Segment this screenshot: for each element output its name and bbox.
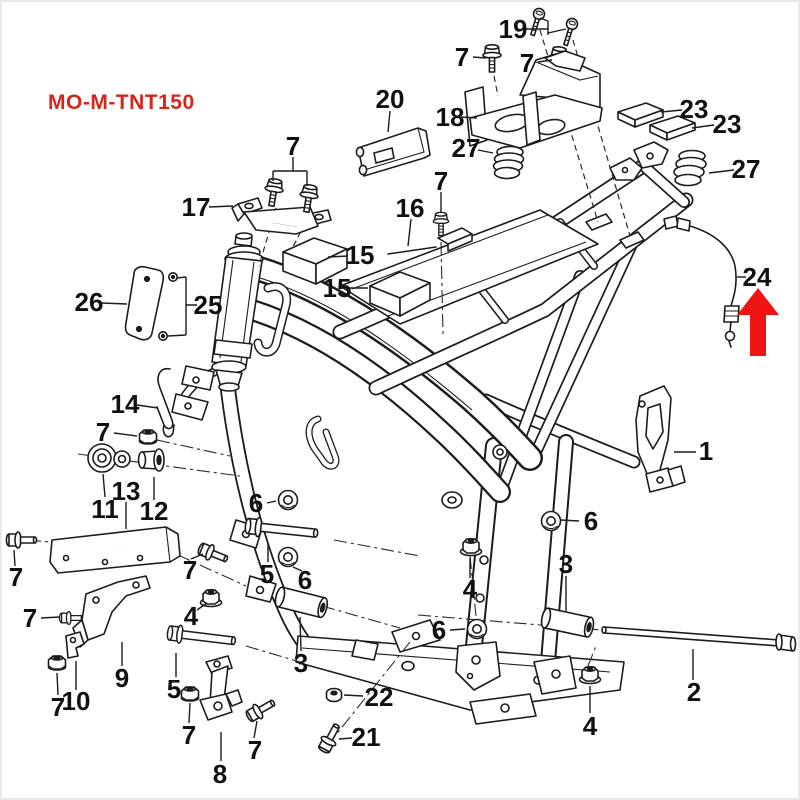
part-1-footpeg-bracket (635, 385, 686, 493)
part-label-7: 7 (183, 555, 197, 585)
part-8-bracket (199, 655, 243, 721)
bolt-7 (261, 176, 286, 209)
part-label-12: 12 (140, 496, 169, 526)
frame-assembly (171, 141, 686, 725)
part-label-3: 3 (294, 648, 308, 678)
part-label-18: 18 (436, 102, 465, 132)
part-17-bracket (231, 197, 332, 235)
part-label-7: 7 (23, 603, 37, 633)
part-label-3: 3 (559, 549, 573, 579)
tail-brackets (609, 141, 669, 181)
part-label-21: 21 (352, 722, 381, 752)
part-label-7: 7 (182, 720, 196, 750)
part-2-rod (601, 625, 797, 652)
part-9-bracket (72, 575, 151, 648)
bolt-7 (243, 694, 279, 726)
part-label-7: 7 (51, 692, 65, 722)
part-18-battery-tray (464, 50, 603, 149)
bolt-7 (5, 531, 38, 549)
part-label-4: 4 (463, 574, 478, 604)
part-27-buffer-right (673, 149, 707, 187)
part-label-23: 23 (680, 94, 709, 124)
part-14-clip (156, 367, 175, 438)
part-label-7: 7 (286, 131, 300, 161)
part-label-6: 6 (249, 488, 263, 518)
part-25-screws (158, 271, 179, 341)
nut-4 (459, 537, 483, 557)
part-label-2: 2 (687, 677, 701, 707)
part-label-25: 25 (194, 290, 223, 320)
part-label-15: 15 (346, 240, 375, 270)
part-label-10: 10 (62, 686, 91, 716)
nut-7 (47, 655, 67, 671)
part-label-14: 14 (111, 389, 140, 419)
bushing-6 (277, 546, 299, 568)
part-label-11: 11 (91, 494, 119, 524)
post-foot-left (455, 641, 501, 691)
nut-7 (180, 686, 200, 702)
part-label-26: 26 (75, 287, 104, 317)
part-11-roller (87, 443, 131, 473)
nut-4 (199, 588, 223, 608)
part-label-27: 27 (732, 154, 761, 184)
part-label-6: 6 (432, 615, 446, 645)
bushing-6 (540, 510, 562, 532)
part-label-17: 17 (182, 192, 211, 222)
bolt-5 (165, 623, 238, 651)
frame-mount-tabs (171, 213, 645, 653)
part-label-7: 7 (248, 735, 262, 765)
head-tube (211, 232, 264, 392)
part-label-7: 7 (96, 417, 110, 447)
part-label-5: 5 (167, 674, 181, 704)
part-label-7: 7 (9, 562, 23, 592)
part-label-27: 27 (452, 133, 481, 163)
bolt-7 (432, 211, 450, 237)
part-label-1: 1 (699, 436, 713, 466)
part-label-7: 7 (520, 48, 534, 78)
part-13-guide-plate (49, 526, 181, 574)
part-label-6: 6 (584, 506, 598, 536)
nut-4 (578, 665, 602, 685)
part-label-20: 20 (376, 84, 405, 114)
nut-7 (138, 429, 158, 445)
part-label-16: 16 (396, 193, 425, 223)
part-24-cable (663, 215, 740, 348)
part-label-22: 22 (365, 682, 394, 712)
part-15-box-2 (369, 271, 431, 317)
bolt-7 (195, 539, 231, 568)
part-23-pads (617, 102, 696, 141)
part-label-7: 7 (434, 166, 448, 196)
part-27-buffer-left (492, 145, 525, 180)
bolt-21 (315, 720, 346, 756)
screw-19 (526, 6, 547, 38)
part-26-plate (124, 265, 165, 341)
part-label-15: 15 (323, 273, 352, 303)
bushing-6 (466, 618, 488, 640)
leader-lines (13, 17, 746, 761)
screw-19 (559, 16, 580, 48)
part-label-8: 8 (213, 759, 227, 789)
part-label-24: 24 (743, 262, 772, 292)
part-15-box-1 (282, 237, 348, 285)
part-label-7: 7 (455, 42, 469, 72)
up-arrow (737, 288, 779, 356)
part-16-rod (387, 246, 437, 255)
part-label-5: 5 (260, 559, 274, 589)
part-label-6: 6 (298, 565, 312, 595)
part-10-bracket (65, 631, 85, 659)
part-22-washer (325, 687, 343, 703)
bushing-6 (277, 489, 299, 511)
part-label-23: 23 (713, 109, 742, 139)
part-12-spacer (137, 448, 165, 472)
part-label-13: 13 (112, 476, 141, 506)
drawing-code: MO-M-TNT150 (48, 91, 195, 114)
part-label-19: 19 (499, 14, 528, 44)
part-label-4: 4 (583, 711, 598, 741)
part-label-4: 4 (184, 601, 199, 631)
part-20-plate (355, 127, 431, 177)
part-label-9: 9 (115, 663, 129, 693)
